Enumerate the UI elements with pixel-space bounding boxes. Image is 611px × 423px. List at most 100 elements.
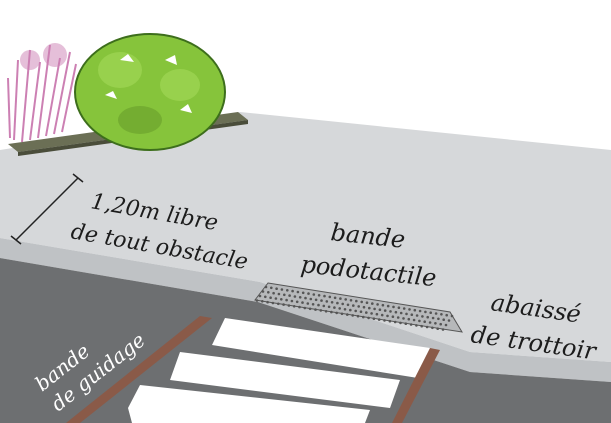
- tactile-dot: [340, 312, 344, 316]
- tactile-dot: [283, 293, 286, 297]
- tactile-dot: [319, 309, 323, 312]
- tactile-dot: [436, 327, 440, 331]
- tactile-dot: [370, 312, 373, 315]
- tactile-dot: [391, 315, 395, 319]
- tactile-dot: [402, 307, 406, 310]
- tactile-dot: [362, 305, 366, 309]
- tactile-dot: [415, 324, 418, 327]
- tactile-dot: [355, 299, 358, 303]
- tactile-dot: [292, 305, 296, 308]
- tactile-dot: [291, 289, 294, 293]
- tactile-dot: [440, 313, 443, 316]
- tactile-dot: [386, 304, 390, 308]
- tactile-dot: [277, 302, 280, 306]
- tactile-dot: [377, 318, 381, 321]
- tactile-dot: [261, 300, 264, 303]
- tactile-dot: [314, 308, 317, 311]
- tactile-dot: [272, 291, 275, 295]
- tactile-dot: [389, 310, 392, 313]
- tactile-dot: [407, 317, 411, 321]
- tactile-dot: [264, 295, 267, 299]
- tactile-dot: [286, 289, 289, 292]
- tactile-dot: [399, 321, 402, 325]
- tactile-dot: [450, 314, 454, 318]
- tactile-dot: [352, 304, 355, 307]
- tactile-dot: [274, 297, 278, 300]
- tactile-dot: [288, 294, 291, 297]
- tactile-dot: [375, 312, 379, 316]
- tactile-dot: [307, 292, 310, 295]
- tactile-dot: [383, 309, 387, 312]
- tactile-dot: [399, 311, 403, 315]
- tactile-dot: [314, 298, 318, 302]
- tactile-dot: [322, 304, 326, 308]
- crosswalk-stripe: [212, 318, 430, 378]
- tactile-dot: [408, 308, 411, 311]
- tactile-dot: [418, 319, 421, 323]
- tactile-dot: [343, 308, 347, 311]
- guidance-strip: [66, 316, 212, 423]
- tactile-dot: [434, 312, 438, 315]
- tactile-dot: [327, 305, 331, 309]
- tactile-dot: [293, 295, 297, 298]
- tactile-dot: [330, 301, 334, 304]
- tactile-dot: [308, 307, 312, 311]
- tactile-dot: [333, 306, 336, 309]
- tactile-dot: [344, 298, 348, 301]
- tactile-dot: [271, 301, 275, 305]
- tactile-dot: [269, 296, 272, 300]
- tactile-dot: [394, 310, 398, 314]
- tactile-dot: [341, 302, 345, 306]
- tactile-dot: [317, 294, 321, 297]
- tactile-dot: [434, 322, 437, 325]
- tactile-dot: [365, 301, 369, 305]
- tactile-dot: [333, 296, 337, 300]
- tactile-dot: [357, 305, 361, 308]
- tactile-dot: [423, 320, 427, 324]
- tactile-dot: [351, 314, 355, 317]
- tactile-dot: [317, 303, 320, 307]
- tactile-dot: [309, 297, 313, 301]
- tactile-dot: [320, 299, 323, 302]
- sidewalk: [0, 112, 611, 362]
- tactile-dot: [426, 315, 430, 319]
- tactile-dot: [388, 319, 392, 323]
- tactile-dot: [270, 286, 273, 290]
- tactile-dot: [424, 310, 427, 314]
- tactile-dot: [442, 318, 446, 322]
- tactile-dot: [439, 322, 443, 326]
- green-shrub: [74, 33, 226, 151]
- tactile-dot: [404, 322, 408, 326]
- tactile-dot: [371, 302, 374, 305]
- tactile-dot: [425, 325, 429, 329]
- tactile-dot: [285, 298, 288, 302]
- tactile-dot: [303, 306, 307, 310]
- tactile-dot: [323, 294, 326, 298]
- tactile-dot: [312, 293, 316, 296]
- tactile-dot: [346, 313, 349, 316]
- tactile-paving-band: [254, 282, 463, 333]
- crosswalk-stripe: [170, 352, 400, 408]
- tactile-dot: [365, 311, 368, 314]
- tactile-dot: [405, 312, 408, 316]
- tactile-dot: [328, 295, 332, 299]
- tactile-dot: [373, 307, 376, 311]
- tactile-dot: [264, 285, 268, 289]
- tactile-dot: [413, 308, 417, 312]
- tactile-dot: [402, 317, 405, 320]
- tactile-dot: [296, 290, 300, 294]
- width-indicator-arrow: [10, 173, 84, 245]
- tactile-dot: [412, 318, 416, 322]
- tactile-dot: [415, 314, 419, 317]
- tactile-dot: [330, 310, 333, 314]
- tactile-dot: [324, 310, 328, 313]
- tactile-dot: [338, 307, 342, 310]
- tactile-dot: [392, 305, 395, 309]
- tactile-dot: [280, 288, 284, 291]
- tactile-dot: [409, 323, 413, 326]
- tactile-dot: [359, 310, 363, 314]
- tactile-dot: [339, 297, 342, 300]
- tactile-dot: [298, 305, 301, 309]
- tactile-dot: [349, 299, 353, 302]
- tactile-dot: [277, 292, 281, 296]
